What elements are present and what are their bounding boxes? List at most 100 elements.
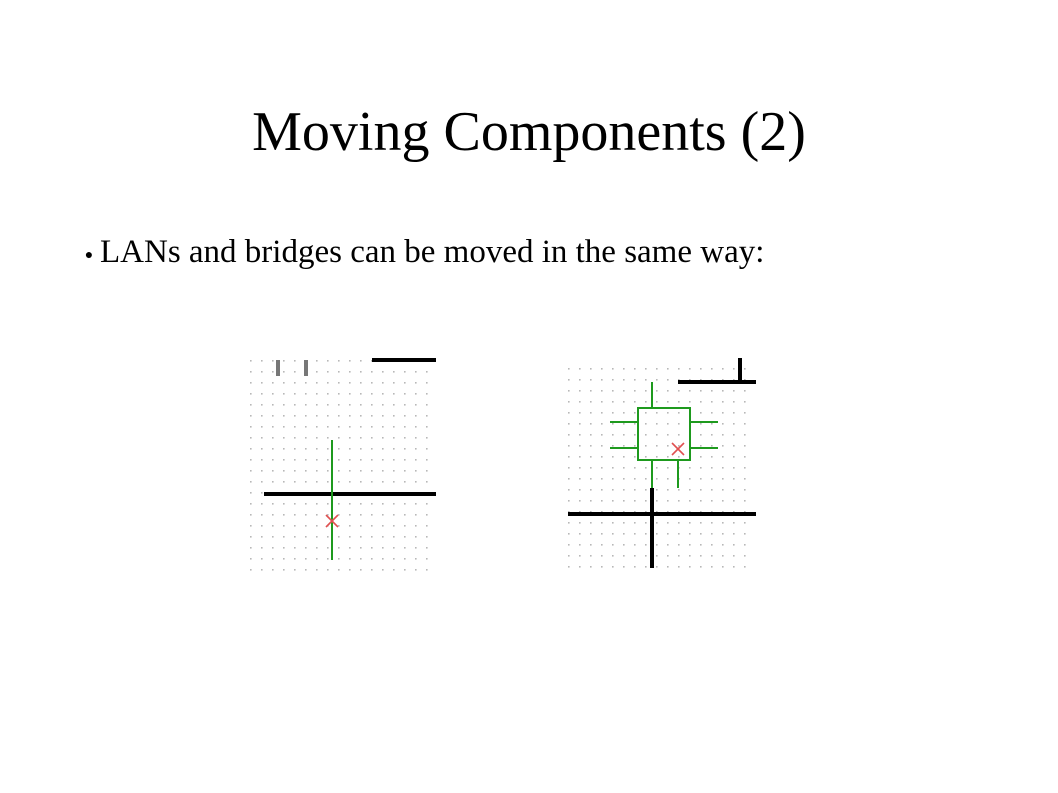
grid-dot <box>393 547 395 549</box>
grid-dot <box>722 566 724 568</box>
grid-dot <box>272 426 274 428</box>
grid-dot <box>645 379 647 381</box>
grid-dot <box>667 401 669 403</box>
grid-dot <box>667 511 669 513</box>
grid-dot <box>360 415 362 417</box>
bullet-text: LANs and bridges can be moved in the sam… <box>100 234 765 270</box>
grid-dot <box>722 544 724 546</box>
grid-dot <box>349 558 351 560</box>
grid-dot <box>371 426 373 428</box>
grid-dot <box>634 522 636 524</box>
grid-dot <box>656 379 658 381</box>
grid-dot <box>612 544 614 546</box>
grid-dot <box>700 478 702 480</box>
grid-dot <box>316 371 318 373</box>
grid-dot <box>667 467 669 469</box>
grid-dot <box>250 371 252 373</box>
grid-dot <box>426 415 428 417</box>
grid-dot <box>700 511 702 513</box>
grid-dot <box>678 401 680 403</box>
grid-dot <box>360 393 362 395</box>
grid-dot <box>272 382 274 384</box>
grid-dot <box>393 393 395 395</box>
grid-dot <box>667 379 669 381</box>
grid-dot <box>305 437 307 439</box>
grid-dot <box>382 481 384 483</box>
bridge-box[interactable] <box>637 407 691 461</box>
grid-dot <box>590 533 592 535</box>
grid-dot <box>294 393 296 395</box>
grid-dot <box>744 401 746 403</box>
grid-dot <box>700 544 702 546</box>
grid-dot <box>316 503 318 505</box>
grid-dot <box>250 503 252 505</box>
grid-dot <box>612 379 614 381</box>
grid-dot <box>415 481 417 483</box>
grid-dot <box>382 426 384 428</box>
grid-dot <box>404 536 406 538</box>
grid-dot <box>261 569 263 571</box>
grid-dot <box>327 536 329 538</box>
grid-dot <box>261 459 263 461</box>
grid-dot <box>316 459 318 461</box>
grid-dot <box>568 434 570 436</box>
grid-dot <box>349 503 351 505</box>
grid-dot <box>316 360 318 362</box>
grid-dot <box>612 423 614 425</box>
grid-dot <box>371 547 373 549</box>
moving-bridge[interactable] <box>610 382 718 488</box>
grid-dot <box>601 412 603 414</box>
grid-dot <box>667 555 669 557</box>
grid-dot <box>338 404 340 406</box>
grid-dot <box>283 404 285 406</box>
grid-dot <box>261 371 263 373</box>
grid-dot <box>415 525 417 527</box>
grid-dot <box>733 456 735 458</box>
grid-dot <box>744 489 746 491</box>
grid-dot <box>711 489 713 491</box>
grid-dot <box>579 390 581 392</box>
grid-dot <box>283 448 285 450</box>
grid-dot <box>623 390 625 392</box>
grid-dot <box>700 467 702 469</box>
grid-dot <box>250 547 252 549</box>
cursor-x-icon <box>671 442 685 456</box>
grid-dot <box>744 533 746 535</box>
grid-dot <box>283 525 285 527</box>
grid-dot <box>711 533 713 535</box>
grid-dot <box>634 467 636 469</box>
grid-dot <box>623 445 625 447</box>
grid-dot <box>393 437 395 439</box>
grid-dot <box>360 481 362 483</box>
grid-dot <box>415 426 417 428</box>
grid-dot <box>590 434 592 436</box>
grid-dot <box>645 500 647 502</box>
grid-dot <box>579 478 581 480</box>
grid-dot <box>601 544 603 546</box>
grid-dot <box>722 456 724 458</box>
bullet-dot-icon: ● <box>84 248 94 263</box>
grid-dot <box>316 481 318 483</box>
grid-dot <box>700 555 702 557</box>
grid-dot <box>689 478 691 480</box>
grid-dot <box>711 555 713 557</box>
grid-dot <box>338 448 340 450</box>
grid-dot <box>404 514 406 516</box>
grid-dot <box>272 437 274 439</box>
grid-dot <box>645 368 647 370</box>
grid-dot <box>404 470 406 472</box>
grid-dot <box>579 423 581 425</box>
grid-dot <box>426 525 428 527</box>
grid-dot <box>338 371 340 373</box>
grid-dot <box>700 412 702 414</box>
grid-dot <box>711 478 713 480</box>
grid-dot <box>404 569 406 571</box>
grid-dot <box>579 412 581 414</box>
grid-dot <box>590 544 592 546</box>
grid-dot <box>601 478 603 480</box>
grid-dot <box>590 445 592 447</box>
grid-dot <box>360 448 362 450</box>
grid-dot <box>250 360 252 362</box>
grid-dot <box>294 525 296 527</box>
grid-dot <box>579 533 581 535</box>
